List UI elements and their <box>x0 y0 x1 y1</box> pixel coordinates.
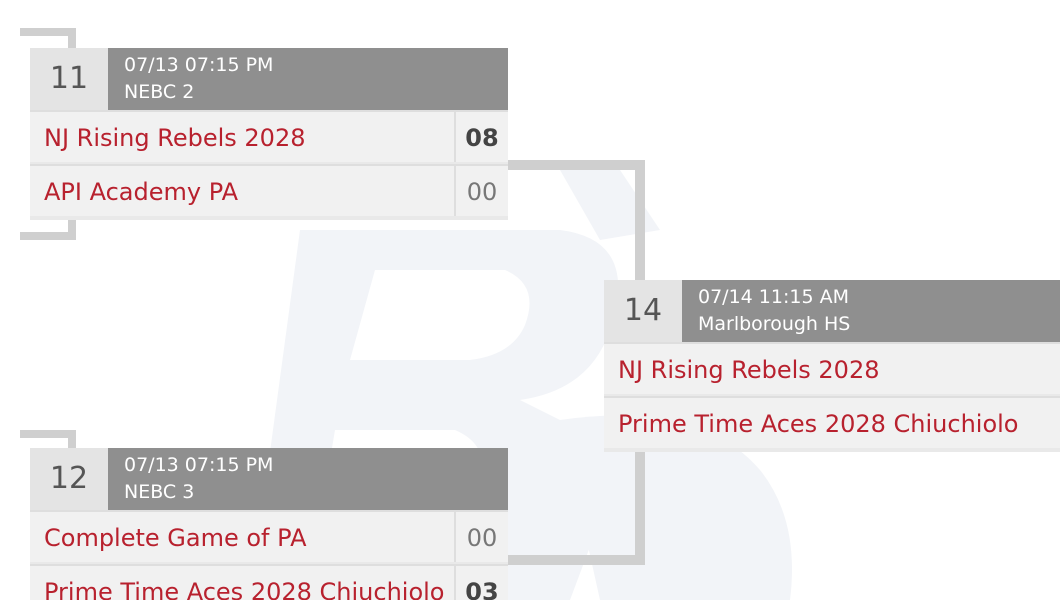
game-venue: NEBC 2 <box>124 81 195 103</box>
team-name-link[interactable]: Prime Time Aces 2028 Chiuchiolo <box>44 578 445 600</box>
game-card-11[interactable]: 11 07/13 07:15 PM NEBC 2 NJ Rising Rebel… <box>30 48 508 220</box>
game-number: 14 <box>604 280 682 342</box>
game-header: 07/14 11:15 AM Marlborough HS <box>682 280 1060 342</box>
bracket-connector <box>68 220 76 240</box>
game-card-14[interactable]: 14 07/14 11:15 AM Marlborough HS NJ Risi… <box>604 280 1060 452</box>
team-name-link[interactable]: NJ Rising Rebels 2028 <box>44 124 306 152</box>
game-venue: Marlborough HS <box>698 313 851 335</box>
team-row[interactable]: Prime Time Aces 2028 Chiuchiolo 03 <box>30 564 508 600</box>
team-row[interactable]: Complete Game of PA 00 <box>30 510 508 562</box>
bracket-connector <box>68 28 76 48</box>
bracket-connector <box>505 160 645 170</box>
team-name-link[interactable]: Complete Game of PA <box>44 524 307 552</box>
bracket-connector <box>20 430 76 438</box>
game-number: 12 <box>30 448 108 510</box>
team-row[interactable]: API Academy PA 00 <box>30 164 508 216</box>
team-name-link[interactable]: NJ Rising Rebels 2028 <box>618 356 880 384</box>
game-header: 07/13 07:15 PM NEBC 3 <box>108 448 508 510</box>
game-datetime: 07/13 07:15 PM <box>124 454 274 476</box>
team-row[interactable]: Prime Time Aces 2028 Chiuchiolo <box>604 396 1060 448</box>
bracket-connector <box>20 232 76 240</box>
game-header: 07/13 07:15 PM NEBC 2 <box>108 48 508 110</box>
team-row[interactable]: NJ Rising Rebels 2028 <box>604 342 1060 394</box>
team-score: 00 <box>454 512 508 562</box>
game-datetime: 07/14 11:15 AM <box>698 286 849 308</box>
game-number: 11 <box>30 48 108 110</box>
bracket-connector <box>68 430 76 450</box>
team-row[interactable]: NJ Rising Rebels 2028 08 <box>30 110 508 162</box>
bracket-connector <box>505 555 645 565</box>
game-card-12[interactable]: 12 07/13 07:15 PM NEBC 3 Complete Game o… <box>30 448 508 600</box>
game-datetime: 07/13 07:15 PM <box>124 54 274 76</box>
team-score: 08 <box>454 112 508 162</box>
game-venue: NEBC 3 <box>124 481 195 503</box>
team-name-link[interactable]: API Academy PA <box>44 178 239 206</box>
team-name-link[interactable]: Prime Time Aces 2028 Chiuchiolo <box>618 410 1019 438</box>
team-score: 00 <box>454 166 508 216</box>
team-score: 03 <box>454 566 508 600</box>
bracket-connector <box>20 28 76 36</box>
